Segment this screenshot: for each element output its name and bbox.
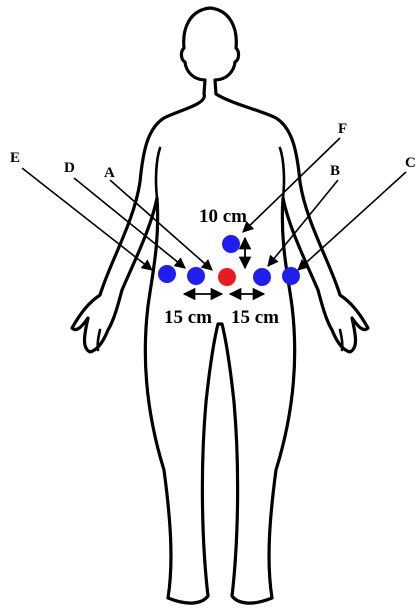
point-E: [158, 265, 176, 283]
point-B: [253, 268, 271, 286]
point-C: [282, 267, 300, 285]
label-B: B: [330, 163, 340, 179]
label-D: D: [64, 160, 75, 176]
distance-label-vertical: 10 cm: [199, 206, 247, 227]
label-C: C: [405, 155, 416, 171]
label-F: F: [338, 121, 347, 137]
point-D: [187, 267, 205, 285]
distance-label-right: 15 cm: [231, 307, 279, 328]
point-F: [222, 235, 240, 253]
point-A: [218, 268, 236, 286]
pointer-line-C: [298, 172, 406, 270]
label-E: E: [10, 150, 20, 166]
body-outline: [72, 8, 368, 603]
distance-label-left: 15 cm: [164, 307, 212, 328]
label-A: A: [104, 165, 115, 181]
